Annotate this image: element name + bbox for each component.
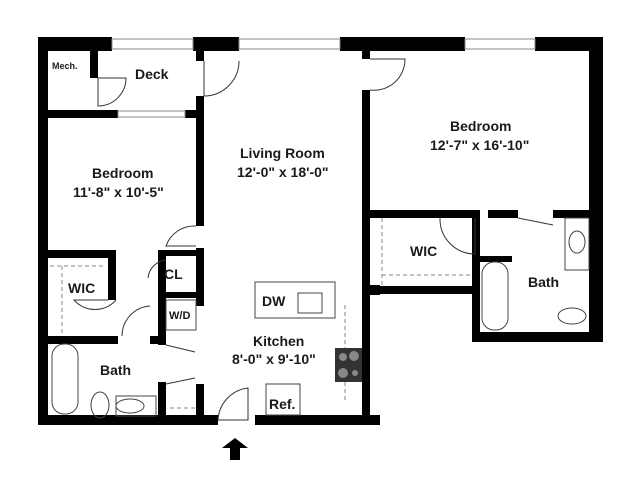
room-label-wic-2: WIC [410, 243, 438, 259]
room-label-bedroom-1: Bedroom [92, 165, 154, 181]
room-dims-bedroom-2: 12'-7" x 16'-10" [430, 137, 530, 153]
room-label-washer-dryer: W/D [169, 310, 191, 322]
fixtures [51, 217, 590, 419]
room-label-bedroom-2: Bedroom [450, 118, 512, 134]
room-label-closet: CL [164, 266, 183, 282]
room-label-deck: Deck [135, 66, 169, 82]
room-label-bath-1: Bath [100, 362, 132, 378]
room-label-kitchen: Kitchen [253, 333, 305, 349]
burners [338, 351, 359, 378]
room-label-living-room: Living Room [240, 145, 325, 161]
room-dims-bedroom-1: 11'-8" x 10'-5" [73, 184, 164, 200]
room-label-refrigerator: Ref. [269, 396, 296, 412]
room-dims-living-room: 12'-0" x 18'-0" [237, 164, 329, 180]
room-label-bath-2: Bath [528, 274, 560, 290]
room-label-mech: Mech. [52, 61, 78, 71]
room-label-dishwasher: DW [262, 293, 286, 309]
doors [72, 58, 554, 421]
windows [111, 38, 536, 118]
walls [38, 37, 603, 425]
shelving [50, 218, 470, 409]
room-label-wic-1: WIC [68, 280, 96, 296]
entry-arrow-icon [222, 438, 248, 460]
room-dims-kitchen: 8'-0" x 9'-10" [232, 351, 316, 367]
